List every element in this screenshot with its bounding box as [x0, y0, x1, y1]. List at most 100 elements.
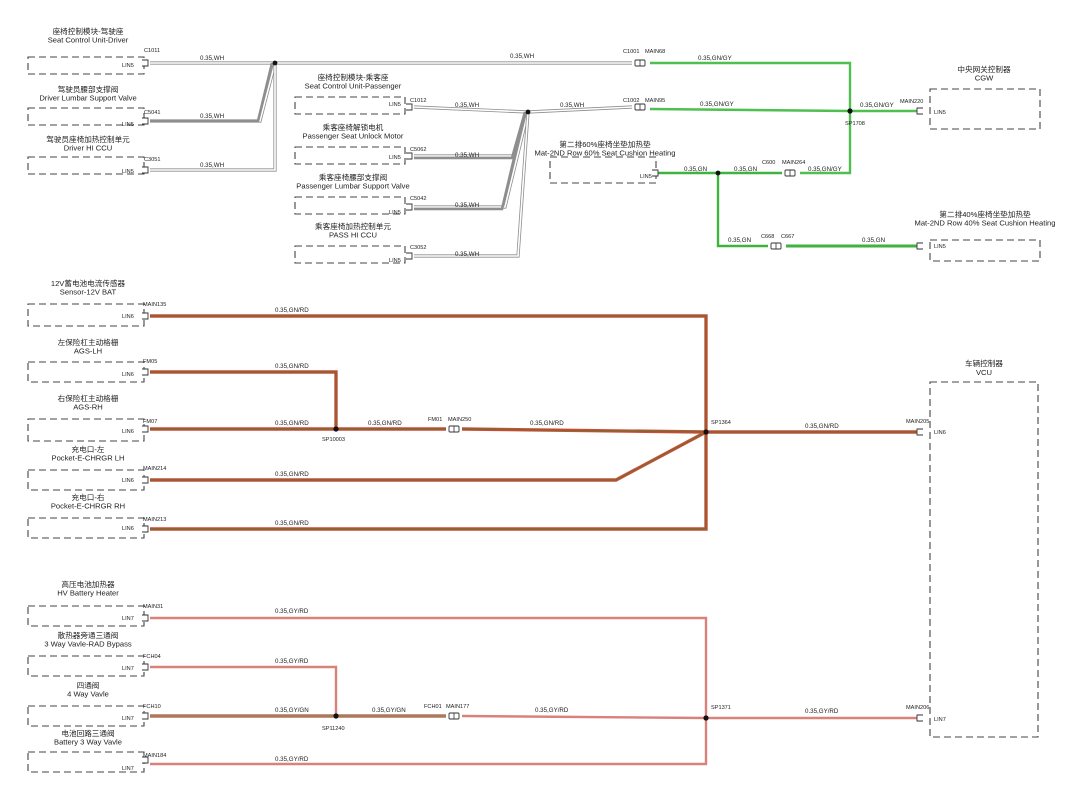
- component-name-en: Driver Lumbar Support Valve: [39, 94, 136, 103]
- wire-w-bat12: [150, 314, 708, 432]
- component-name-en: Driver HI CCU: [64, 144, 113, 153]
- connector-code: MAIN264: [782, 160, 805, 166]
- pin-icon: [406, 203, 413, 211]
- component-name-cn: 乘客座椅解锁电机: [323, 122, 384, 132]
- wire-w-pass-unlock: [414, 111, 530, 158]
- lin-pin-label: LIN6: [122, 429, 134, 435]
- splice-label: SP1364: [711, 420, 731, 426]
- wire-w-bat12-core: [150, 315, 707, 432]
- wire-label: 0.35,GN: [862, 237, 885, 244]
- connector-code: C600: [762, 160, 775, 166]
- wire-label: 0.35,WH: [560, 102, 584, 109]
- pin-icon: [142, 117, 149, 125]
- component-name-en: Mat-2ND Row 60% Seat Cushion Heating: [535, 149, 676, 158]
- connector-code: C3052: [410, 245, 426, 251]
- component-name-cn: 车辆控制器: [965, 358, 1003, 368]
- wire-pass-lumbar-2: [414, 111, 527, 211]
- junction-dot: [272, 60, 278, 66]
- junction-dot: [525, 109, 531, 115]
- connector-code: C5041: [144, 110, 160, 116]
- wire-label: 0.35,WH: [455, 102, 479, 109]
- wire-label: 0.35,WH: [455, 251, 479, 258]
- component-name-cn: 散热器旁通三通阀: [58, 630, 119, 640]
- wire-label: 0.35,GN/RD: [530, 420, 564, 427]
- component-name-en: 4 Way Vavle: [67, 690, 109, 699]
- component-name-cn: 12V蓄电池电流传感器: [51, 278, 126, 288]
- splice-sp1708: [847, 108, 853, 114]
- wire-label: 0.35,GY/RD: [275, 658, 309, 665]
- components-layer: [27, 56, 1041, 773]
- component-name-cn: 中央网关控制器: [957, 64, 1011, 74]
- lin-pin-label: LIN6: [122, 526, 134, 532]
- component-name-cn: 座椅控制模块-乘客座: [318, 72, 389, 82]
- lin-pin-label: LIN5: [389, 102, 401, 108]
- lin-pin-label: LIN5: [934, 244, 946, 250]
- pin-icon: [142, 59, 149, 67]
- component-name-en: AGS-LH: [74, 347, 102, 356]
- component-name-cn: 第二排60%座椅坐垫加热垫: [559, 139, 651, 149]
- wire-label: 0.35,GN/RD: [275, 520, 309, 527]
- wire-w-chgrh-core: [150, 432, 707, 530]
- connector-code: MAIN184: [143, 753, 166, 759]
- wire-label: 0.35,WH: [200, 55, 224, 62]
- wire-w-mat60-c668: [716, 173, 768, 248]
- lin-pin-label: LIN6: [122, 478, 134, 484]
- wire-w-agslh-core: [150, 371, 337, 429]
- component-name-en: 3 Way Vavle-RAD Bypass: [44, 640, 132, 649]
- lin-pin-label: LIN7: [122, 716, 134, 722]
- component-box-lumbar-driver: [27, 107, 145, 126]
- lin-pin-label: LIN5: [122, 169, 134, 175]
- splice-label: SP11240: [322, 726, 345, 732]
- pin-icon: [142, 756, 149, 764]
- wire-w-c1001-sp1708: [650, 61, 852, 111]
- component-name-cn: 电池回路三通阀: [61, 728, 114, 738]
- component-name-en: Sensor-12V BAT: [60, 288, 117, 297]
- connector-code: C1001: [623, 49, 639, 55]
- connector-code: MAIN31: [143, 604, 163, 610]
- pin-icon: [142, 166, 149, 174]
- component-name-en: PASS HI CCU: [329, 231, 377, 240]
- connectors-layer: [142, 59, 923, 764]
- pin-icon: [142, 663, 149, 671]
- connector-code: FM07: [143, 419, 157, 425]
- pin-icon: [916, 242, 923, 250]
- wire-label: 0.35,WH: [455, 152, 479, 159]
- lin-pin-label: LIN5: [640, 174, 652, 180]
- wire-label: 0.35,GN/RD: [275, 471, 309, 478]
- connector-code: FCH10: [143, 704, 161, 710]
- wire-label: 0.35,GY/RD: [275, 756, 309, 763]
- component-name-cn: 充电口-左: [72, 444, 105, 454]
- component-name-en: Passenger Lumbar Support Valve: [296, 182, 409, 191]
- component-name-en: Passenger Seat Unlock Motor: [303, 132, 404, 141]
- connector-code: C1002: [623, 98, 639, 104]
- component-box-vcu: [929, 381, 1039, 738]
- pin-icon: [142, 614, 149, 622]
- wire-label: 0.35,GY/RD: [275, 608, 309, 615]
- component-name-en: Mat-2ND Row 40% Seat Cushion Heating: [915, 219, 1056, 228]
- wire-label: 0.35,WH: [510, 53, 534, 60]
- wire-w-chglh-core: [150, 431, 707, 481]
- connector-code: FM05: [143, 359, 157, 365]
- lin-pin-label: LIN6: [122, 314, 134, 320]
- component-name-en: Seat Control Unit-Passenger: [305, 82, 402, 91]
- connector-code: MAIN205: [906, 419, 929, 425]
- component-box-unlock-pass: [294, 146, 406, 165]
- lin-pin-label: LIN5: [389, 155, 401, 161]
- component-name-en: VCU: [976, 368, 992, 377]
- lin-pin-label: LIN5: [122, 122, 134, 128]
- lin-pin-label: LIN7: [122, 666, 134, 672]
- connector-code: C667: [781, 234, 794, 240]
- wire-w-bat3way: [150, 718, 708, 766]
- connector-code: C3051: [144, 157, 160, 163]
- wire-label: 0.35,WH: [200, 162, 224, 169]
- wire-w-pass-seat-b-core: [527, 106, 633, 113]
- wire-label: 0.35,WH: [200, 113, 224, 120]
- component-name-en: Pocket-E-CHRGR RH: [51, 502, 125, 511]
- splice-sp10003: [333, 426, 339, 432]
- splice-label: SP10003: [322, 437, 345, 443]
- component-box-lumbar-pass: [294, 196, 406, 215]
- wire-label: 0.35,GY/RD: [535, 707, 569, 714]
- wire-w-pass-lumbar: [414, 111, 530, 209]
